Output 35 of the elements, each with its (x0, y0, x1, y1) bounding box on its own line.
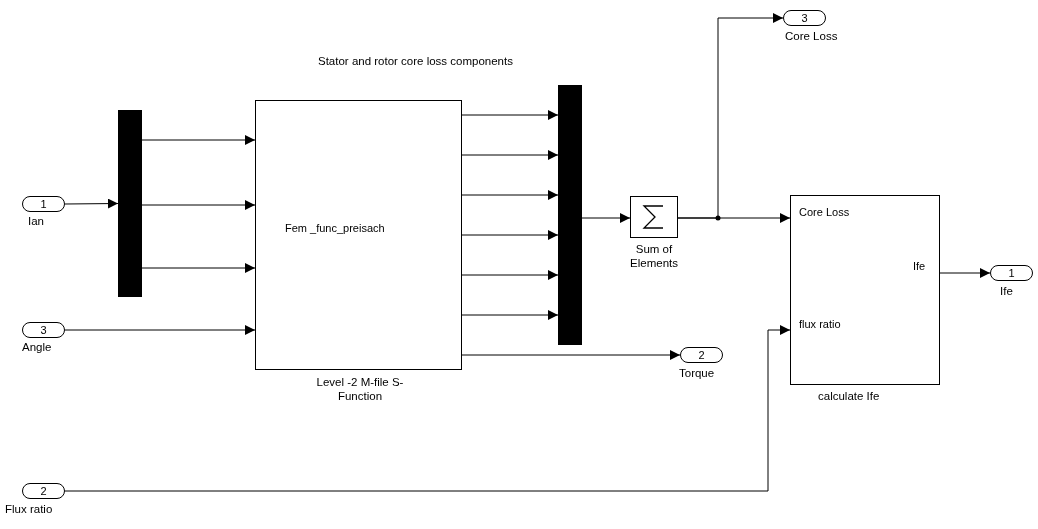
block-label: Ian (28, 214, 44, 228)
block-label: Angle (22, 340, 52, 354)
signal-line (141, 263, 256, 273)
signal-line (64, 325, 256, 335)
function-block (255, 100, 462, 370)
block-label: Core Loss (785, 29, 838, 43)
signal-line (64, 325, 791, 492)
signal-line (461, 150, 559, 160)
function-block (790, 195, 940, 385)
signal-line (141, 135, 256, 145)
port-label: Fem _func_preisach (285, 222, 385, 234)
signal-line (461, 350, 681, 360)
mux-bar (558, 85, 582, 345)
signal-line (939, 268, 991, 278)
block-label: Level -2 M-file S-Function (315, 375, 405, 403)
port-label: flux ratio (799, 318, 841, 330)
sum-block (630, 196, 678, 238)
signal-line (461, 270, 559, 280)
mux-bar (118, 110, 142, 297)
block-label: Sum of Elements (629, 242, 679, 270)
signal-line (461, 110, 559, 120)
port-label: Ife (913, 260, 926, 272)
port-label: Core Loss (799, 206, 850, 218)
block-label: Torque (679, 366, 715, 380)
signal-line (461, 230, 559, 240)
signal-line (461, 190, 559, 200)
block-label: Flux ratio (5, 502, 53, 516)
signal-line (581, 213, 631, 223)
signal-line (141, 200, 256, 210)
block-label: calculate Ife (818, 389, 880, 403)
signal-line (64, 198, 119, 209)
signal-line (677, 13, 784, 219)
annotation-label: Stator and rotor core loss components (318, 55, 513, 67)
signal-line (461, 310, 559, 320)
block-label: Ife (1000, 284, 1013, 298)
